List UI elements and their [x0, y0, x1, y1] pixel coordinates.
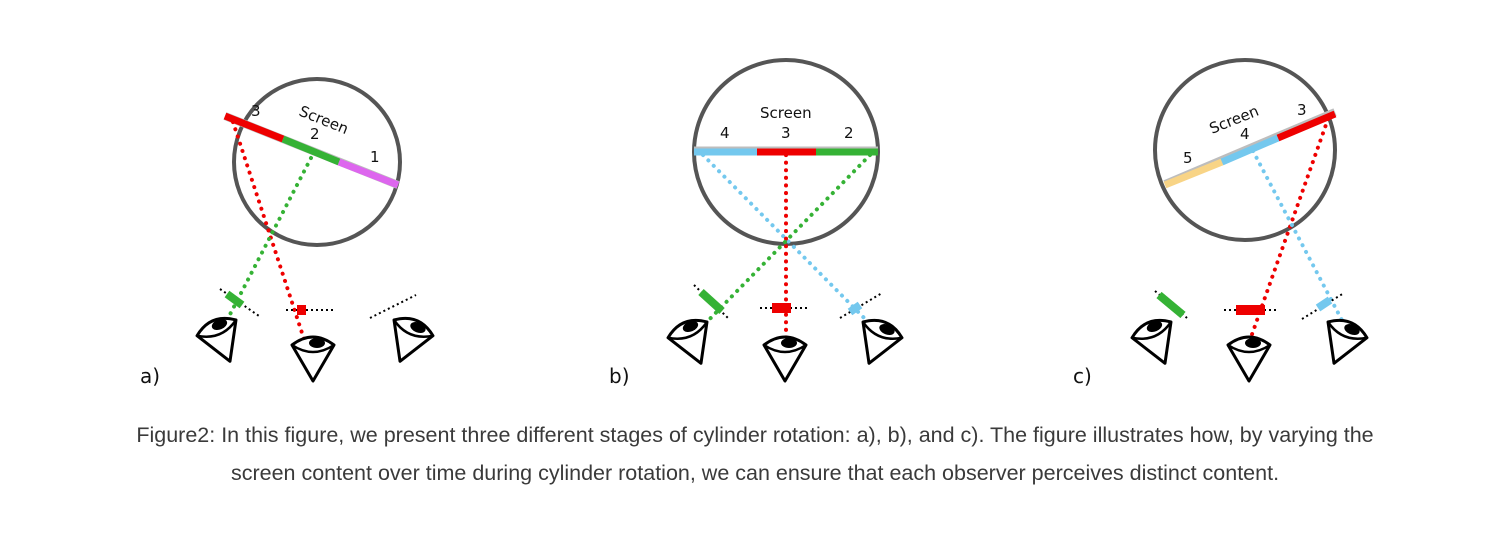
observer-eye-icon	[1226, 335, 1272, 383]
screen-label: Screen	[1207, 102, 1262, 138]
ray-red	[1248, 117, 1330, 342]
panel-label: c)	[1073, 364, 1092, 388]
ray-blue	[1251, 149, 1347, 328]
ray-blue	[701, 153, 878, 332]
observer-eye-icon	[290, 335, 336, 383]
segment-label-4: 4	[720, 124, 730, 142]
screen-segment-red	[223, 112, 285, 143]
screen-label: Screen	[297, 102, 352, 138]
segment-label-3: 3	[781, 124, 791, 142]
filter-segment-green	[1156, 291, 1186, 319]
panel-label: a)	[140, 364, 160, 388]
filter-segment-blue	[847, 301, 863, 316]
filter-segment-green	[224, 290, 245, 309]
observer-eye-icon	[379, 311, 438, 371]
caption-line-2: screen content over time during cylinder…	[230, 461, 1280, 485]
viewing-filter	[839, 292, 883, 319]
screen-segment-magenta	[337, 158, 400, 189]
caption-line-1: Figure2: In this figure, we present thre…	[136, 423, 1374, 447]
segment-label-4: 4	[1240, 125, 1250, 143]
observer-eye-icon	[663, 313, 722, 373]
figure-diagram: 3 2 1 Screen a) 4 3	[140, 58, 1372, 388]
observer-eye-icon	[192, 311, 251, 371]
panel-c: 5 4 3 Screen c)	[1073, 58, 1372, 388]
ray-red	[231, 120, 306, 341]
panel-b: 4 3 2 Screen b)	[609, 58, 907, 388]
filter-segment-red	[772, 303, 791, 313]
segment-label-2: 2	[310, 125, 320, 143]
segment-label-3: 3	[251, 102, 261, 120]
observer-eye-icon	[1313, 313, 1372, 373]
screen-segment-blue	[1220, 134, 1280, 166]
figure: 3 2 1 Screen a) 4 3	[140, 58, 1372, 388]
panel-a: 3 2 1 Screen a)	[140, 77, 438, 388]
screen-segment-yellow	[1163, 158, 1224, 189]
observer-eye-icon	[762, 335, 808, 383]
filter-segment-red	[1236, 305, 1265, 315]
segment-label-1: 1	[370, 148, 380, 166]
filter-segment-red	[297, 305, 306, 315]
viewing-filter	[369, 294, 417, 319]
figure-caption: Figure2: In this figure, we present thre…	[60, 416, 1450, 492]
filter-segment-green	[698, 289, 725, 314]
viewing-filter	[1301, 292, 1345, 320]
panel-label: b)	[609, 364, 630, 388]
filter-segment-blue	[1315, 296, 1333, 312]
screen-label: Screen	[760, 104, 812, 122]
observer-eye-icon	[848, 313, 907, 373]
cylinder-outline	[1153, 58, 1337, 242]
segment-label-5: 5	[1183, 149, 1193, 167]
segment-label-3: 3	[1297, 101, 1307, 119]
screen-segment-green	[281, 135, 341, 166]
cylinder-outline	[232, 77, 402, 247]
observer-eye-icon	[1127, 313, 1186, 373]
ray-green	[697, 153, 872, 332]
screen-segment-red	[1276, 110, 1337, 142]
segment-label-2: 2	[844, 124, 854, 142]
